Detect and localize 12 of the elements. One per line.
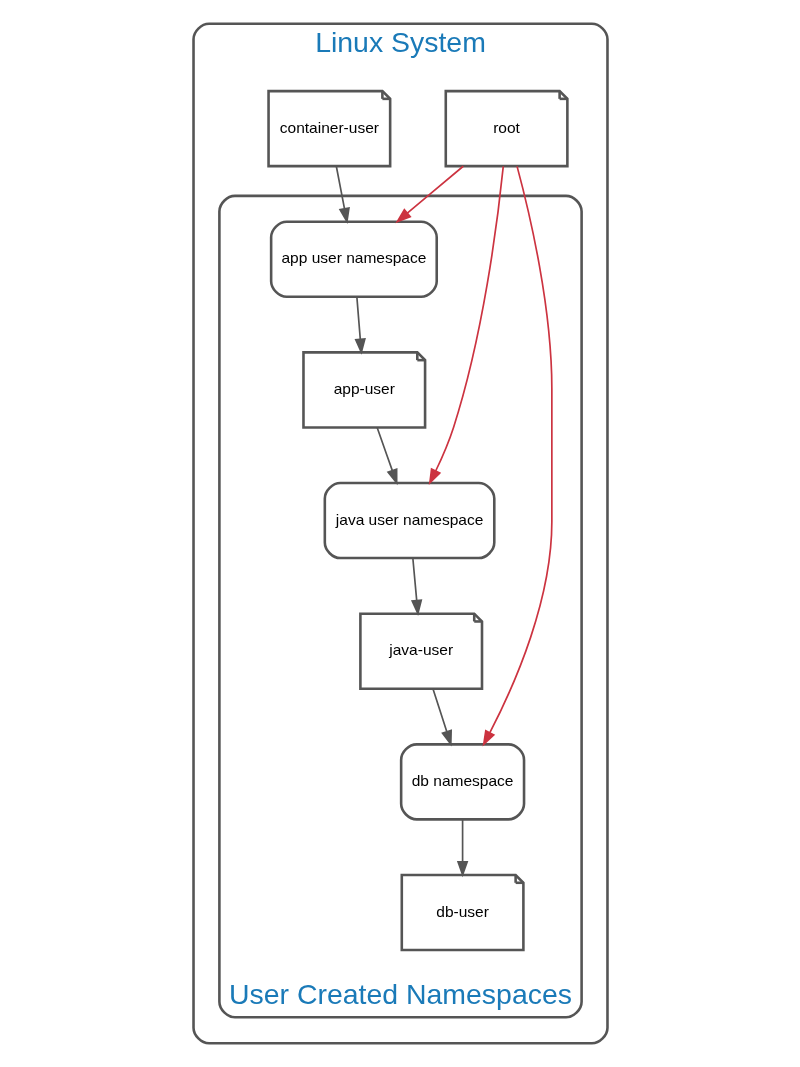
arrow bbox=[410, 557, 422, 616]
arrow bbox=[431, 688, 452, 747]
node-box: app user namespace bbox=[269, 220, 438, 299]
arrow bbox=[428, 165, 504, 485]
arrow bbox=[335, 165, 350, 224]
node-box: db namespace bbox=[399, 743, 525, 821]
arrow bbox=[394, 165, 464, 224]
arrow bbox=[482, 165, 553, 747]
arrow bbox=[375, 426, 397, 486]
arrow bbox=[456, 818, 468, 878]
node-box: java user namespace bbox=[323, 481, 496, 560]
arrow bbox=[354, 296, 366, 355]
